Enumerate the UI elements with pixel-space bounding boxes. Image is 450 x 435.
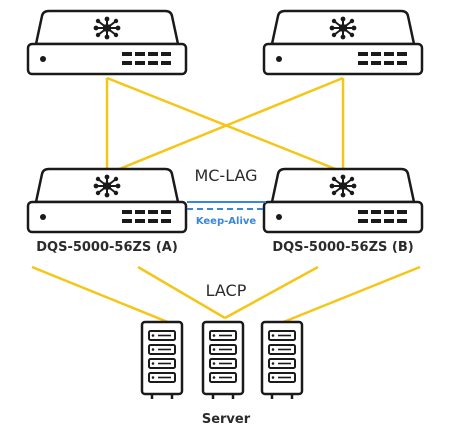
- lacp-label: LACP: [206, 281, 247, 300]
- server-rack-icon: [260, 320, 304, 401]
- switch-b-label: DQS-5000-56ZS (B): [272, 240, 413, 255]
- lacp-link-a-outer: [31, 265, 176, 327]
- network-switch-icon: [28, 169, 186, 232]
- leaf-switch-b: [264, 169, 422, 232]
- server-group: [140, 320, 304, 401]
- network-switch-icon: [264, 169, 422, 232]
- switch-a-label: DQS-5000-56ZS (A): [36, 240, 178, 255]
- lacp-link-b-outer: [275, 265, 421, 327]
- network-switch-icon: [28, 11, 186, 74]
- keepalive-links: [187, 201, 266, 210]
- mclag-label: MC-LAG: [194, 166, 257, 185]
- network-switch-icon: [264, 11, 422, 74]
- server-rack-icon: [140, 320, 184, 401]
- keepalive-label: Keep-Alive: [196, 216, 257, 227]
- server-label: Server: [202, 412, 251, 427]
- server-rack-icon: [201, 320, 245, 401]
- lacp-link-a-inner: [137, 265, 226, 320]
- lacp-connections: [31, 265, 421, 327]
- uplink-b-to-spine-left: [106, 76, 344, 174]
- spine-switch-right: [264, 11, 422, 74]
- spine-switch-left: [28, 11, 186, 74]
- uplink-connections: [105, 76, 345, 174]
- leaf-switch-a: [28, 169, 186, 232]
- lacp-link-b-inner: [224, 265, 319, 320]
